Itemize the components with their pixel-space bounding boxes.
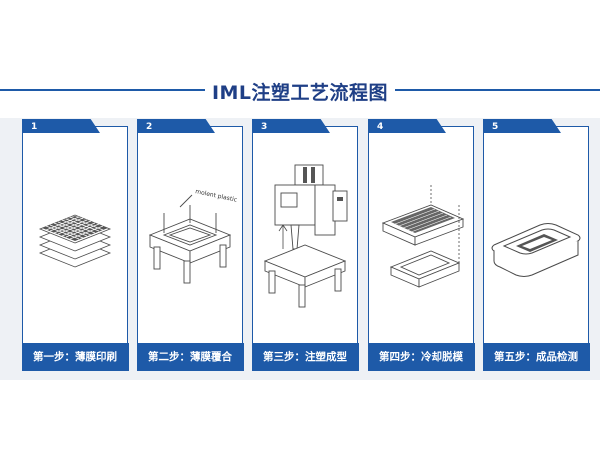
page-title: IML注塑工艺流程图	[211, 82, 389, 104]
step-label-2: 第二步：薄膜覆合	[136, 342, 244, 371]
title-line-left	[0, 89, 205, 91]
step-card-5: 5 第五步：成品检测	[482, 119, 590, 371]
cooling-demolding-illustration	[381, 185, 465, 288]
step-number-1: 1	[31, 122, 38, 132]
step-label-3: 第三步：注塑成型	[251, 342, 359, 371]
step-tab-3	[252, 119, 330, 133]
step-number-5: 5	[492, 122, 499, 132]
step-tab-5	[483, 119, 561, 133]
step-card-1: 1 第一步：薄膜印刷	[21, 119, 129, 371]
injection-molding-illustration	[263, 164, 348, 308]
step-tab-1	[22, 119, 100, 133]
step-number-4: 4	[377, 122, 384, 132]
step-label-4: 第四步：冷却脱模	[367, 342, 475, 371]
step-card-2: 2 molent plastic 第二步：薄膜覆合	[136, 119, 244, 371]
step-label-5: 第五步：成品检测	[482, 342, 590, 371]
title-area: IML注塑工艺流程图	[0, 70, 600, 110]
step-number-2: 2	[146, 122, 153, 132]
film-lamination-illustration: molent plastic	[148, 188, 238, 284]
product-inspection-illustration	[491, 223, 581, 277]
annotation-label: molent plastic	[195, 188, 238, 204]
step-card-4: 4 第四步：冷却脱模	[367, 119, 475, 371]
film-printing-illustration	[38, 214, 112, 268]
step-tab-4	[368, 119, 446, 133]
step-tab-2	[137, 119, 215, 133]
step-number-3: 3	[261, 122, 268, 132]
step-label-1: 第一步：薄膜印刷	[21, 342, 129, 371]
step-card-3: 3 第三步：注塑成型	[251, 119, 359, 371]
title-line-right	[395, 89, 600, 91]
